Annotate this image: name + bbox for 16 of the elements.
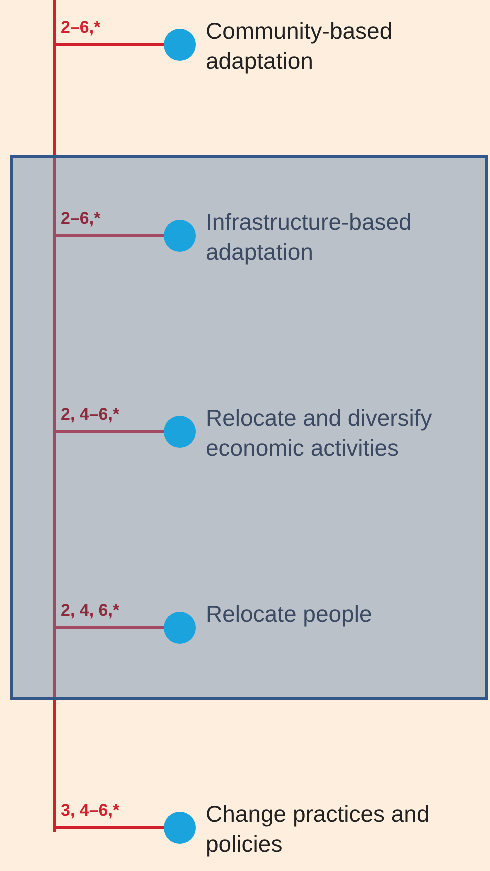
edge-label: 3, 4–6,* (61, 801, 120, 821)
node-caption: Community-based adaptation (206, 17, 394, 76)
node-caption: Relocate and diversify economic activities (206, 404, 434, 463)
branch-line (55, 44, 164, 46)
branch-line (55, 626, 164, 630)
edge-label: 2, 4, 6,* (61, 601, 120, 621)
branch-line (55, 826, 164, 830)
highlight-box (10, 155, 488, 700)
edge-label: 2–6,* (61, 209, 101, 229)
edge-label: 2, 4–6,* (61, 405, 120, 425)
edge-label: 2–6,* (61, 18, 101, 38)
node-caption: Change practices and policies (206, 800, 431, 859)
branch-line (55, 234, 164, 238)
node-caption: Infrastructure-based adaptation (206, 208, 413, 267)
node-caption: Relocate people (206, 600, 374, 629)
branch-line (55, 430, 164, 434)
